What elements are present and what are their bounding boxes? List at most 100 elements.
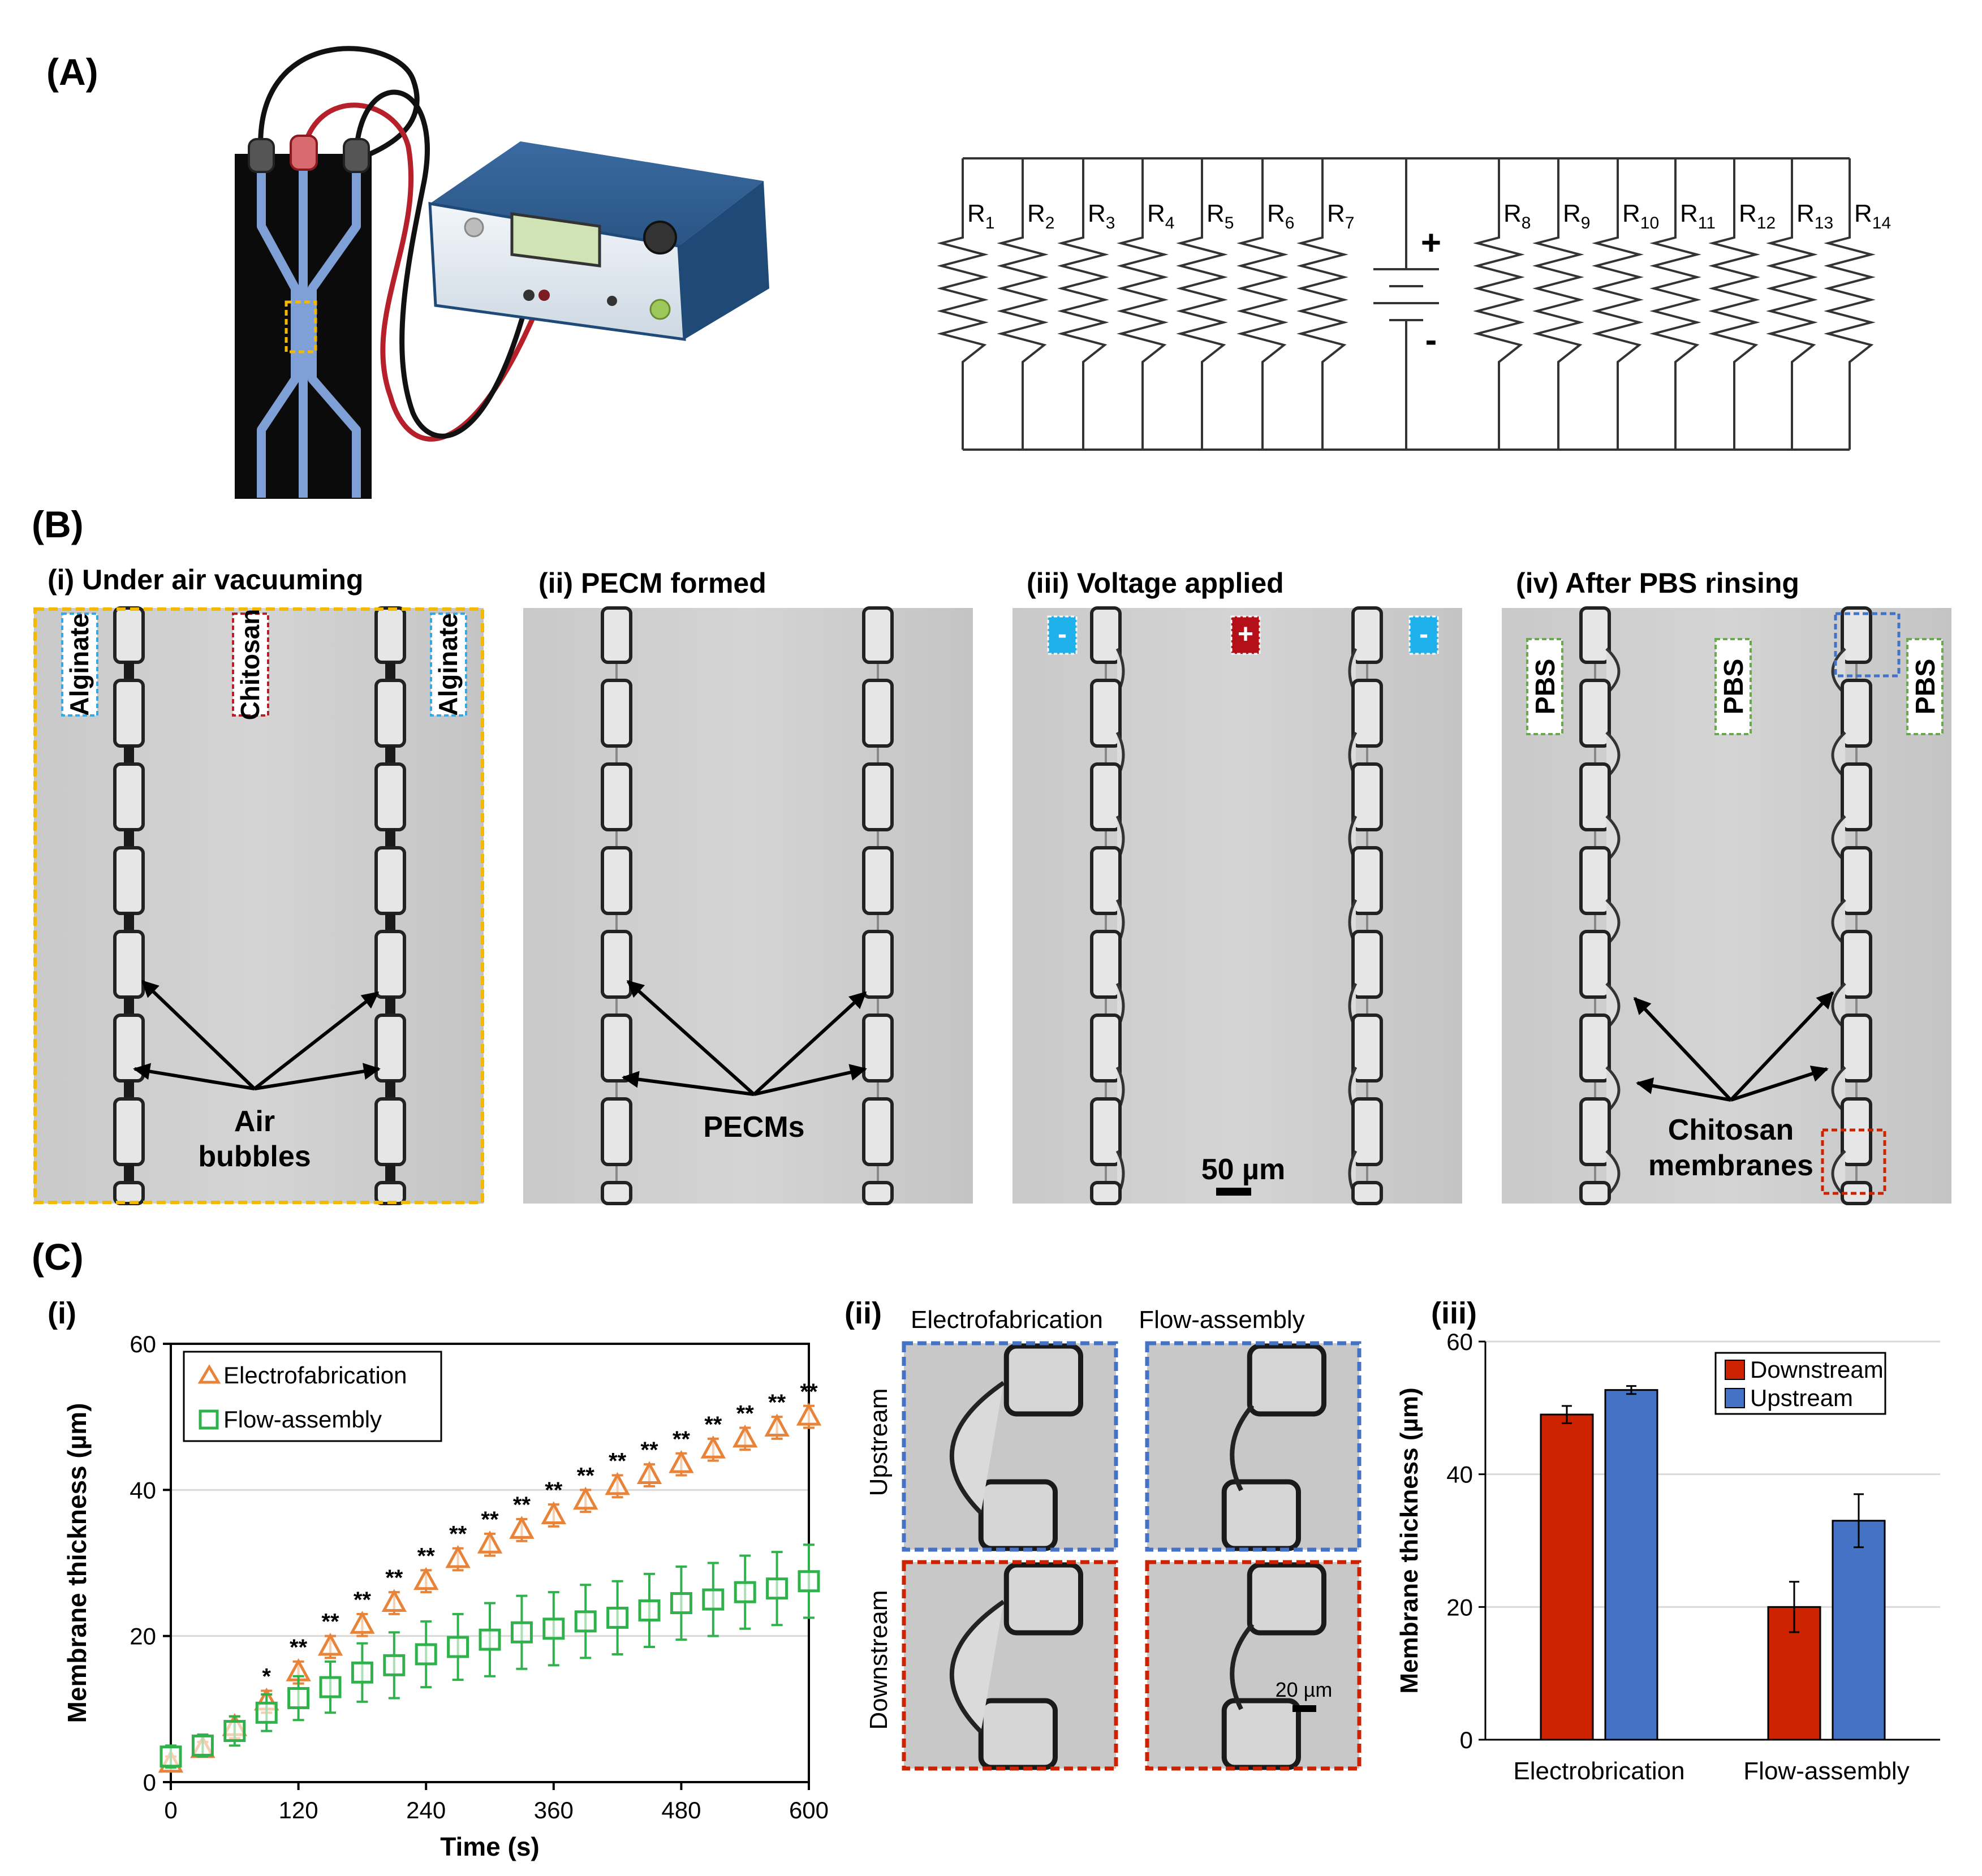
resistor-12: [1708, 158, 1760, 450]
micro-membrane-0: [949, 1381, 1005, 1515]
battery-plus-sign: +: [1421, 223, 1441, 262]
power-supply-indicator: [464, 217, 484, 238]
micro-membrane-1: [1230, 1404, 1255, 1491]
tag-chitosan: Chitosan: [235, 609, 265, 721]
resistor-label-12: R12: [1739, 200, 1776, 232]
air-bubble-0-0-0: [124, 662, 134, 680]
pillar-3-0-4: [1579, 930, 1611, 999]
pillar-1-0-7: [601, 1181, 632, 1205]
power-supply-green-button: [649, 299, 671, 320]
pillar-0-0-3: [113, 846, 145, 915]
tag-electrode-neg-left-box: [1047, 615, 1078, 655]
c1-point-0-9: [445, 1545, 471, 1568]
c1-point-1-19: [766, 1577, 789, 1600]
c1-signif-7: **: [481, 1507, 499, 1532]
c1-point-1-6: [351, 1661, 373, 1684]
c2-legend-label-1: Upstream: [1750, 1385, 1853, 1411]
pillar-2-1-4: [1351, 930, 1383, 999]
c1-legend-label-electro: Electrofabrication: [223, 1362, 407, 1388]
c1-point-1-18: [734, 1581, 756, 1603]
pillar-0-0-7: [113, 1181, 145, 1205]
air-bubble-0-0-4: [124, 997, 134, 1015]
c1-signif-10: **: [577, 1463, 595, 1488]
c1-point-0-14: [605, 1472, 630, 1495]
pillar-0-0-0: [113, 606, 145, 664]
c1-xtick-label-360: 360: [534, 1797, 574, 1823]
c1-xtick-label-480: 480: [661, 1797, 701, 1823]
c1-point-1-16: [670, 1592, 692, 1615]
c2-legend-label-0: Downstream: [1750, 1356, 1884, 1383]
c-ii-col2-header: Flow-assembly: [1139, 1306, 1304, 1334]
c1-xlabel: Time (s): [440, 1832, 540, 1861]
c1-point-0-13: [572, 1486, 598, 1510]
power-supply-terminal-red: [538, 290, 550, 301]
c1-signif-6: **: [449, 1522, 467, 1547]
resistor-1: [937, 158, 989, 450]
pillar-3-0-7: [1579, 1181, 1611, 1205]
pillar-1-1-0: [862, 606, 894, 664]
resistor-label-2: R2: [1027, 200, 1054, 232]
pillar-2-1-5: [1351, 1014, 1383, 1083]
black-wire-right: [354, 89, 532, 439]
pillar-3-1-5: [1841, 1014, 1872, 1083]
c2-ytick-label-20: 20: [1446, 1594, 1473, 1620]
micrograph-bg-1: [523, 608, 973, 1204]
c1-signif-0: *: [262, 1664, 271, 1689]
micro-pillar-bottom-2: [978, 1698, 1058, 1770]
air-bubble-0-1-4: [385, 997, 395, 1015]
c1-xtick-label-600: 600: [789, 1797, 829, 1823]
c1-xtick-label-240: 240: [406, 1797, 446, 1823]
c1-xtick-label-120: 120: [279, 1797, 318, 1823]
c1-legend-box: [183, 1351, 442, 1442]
c1-point-1-17: [702, 1588, 725, 1611]
pillar-0-1-5: [374, 1014, 406, 1083]
chip-electrode-right: [343, 138, 370, 173]
b-iv-annotation-line2: membranes: [1648, 1149, 1813, 1182]
pillar-1-0-6: [601, 1097, 632, 1166]
pillar-0-1-0: [374, 606, 406, 664]
b-iii-scale-bar: [1216, 1188, 1251, 1196]
c2-ytick-label-0: 0: [1460, 1727, 1473, 1753]
c2-category-0: Electrobrication: [1513, 1757, 1684, 1785]
c1-xtick-label-0: 0: [164, 1797, 177, 1823]
pillar-3-0-6: [1579, 1097, 1611, 1166]
annotation-arrow-5: [622, 1071, 755, 1096]
pillar-0-1-2: [374, 762, 406, 831]
c1-point-0-19: [764, 1413, 790, 1437]
tag-electrode-neg-right: -: [1419, 619, 1428, 649]
pillar-2-0-6: [1090, 1097, 1122, 1166]
chip-electrode-left: [248, 138, 275, 173]
tag-alginate-right: Alginate: [433, 613, 463, 715]
c-iii-label: (iii): [1431, 1296, 1477, 1330]
panel-a-label: (A): [46, 51, 98, 93]
resistor-13: [1766, 158, 1818, 450]
micro-frame-2: [902, 1560, 1118, 1771]
pillar-2-1-3: [1351, 846, 1383, 915]
air-bubble-0-1-1: [385, 746, 395, 764]
resistor-label-7: R7: [1327, 200, 1354, 232]
micro-frame-0: [902, 1341, 1118, 1552]
pillar-0-1-6: [374, 1097, 406, 1166]
pillar-1-1-4: [862, 930, 894, 999]
tag-pbs-right-box: [1906, 638, 1944, 735]
resistor-label-3: R3: [1088, 200, 1115, 232]
annotation-arrow-0: [141, 980, 256, 1090]
annotation-arrow-3: [254, 1063, 381, 1090]
c-i-label: (i): [48, 1296, 76, 1330]
resistor-label-13: R13: [1796, 200, 1833, 232]
c1-signif-2: **: [321, 1610, 339, 1635]
c2-ylabel: Membrane thickness (µm): [1395, 1387, 1423, 1693]
pillar-1-0-3: [601, 846, 632, 915]
c1-point-1-14: [606, 1606, 629, 1629]
b-iii-title: (iii) Voltage applied: [1027, 567, 1284, 599]
pillar-2-1-1: [1351, 679, 1383, 748]
micro-membrane-2: [949, 1599, 1005, 1733]
pillar-0-0-1: [113, 679, 145, 748]
pillar-1-1-2: [862, 762, 894, 831]
pillar-3-1-2: [1841, 762, 1872, 831]
pillar-2-0-1: [1090, 679, 1122, 748]
c1-point-1-13: [574, 1610, 597, 1633]
c1-signif-8: **: [513, 1493, 531, 1517]
air-bubble-0-1-6: [385, 1165, 395, 1183]
